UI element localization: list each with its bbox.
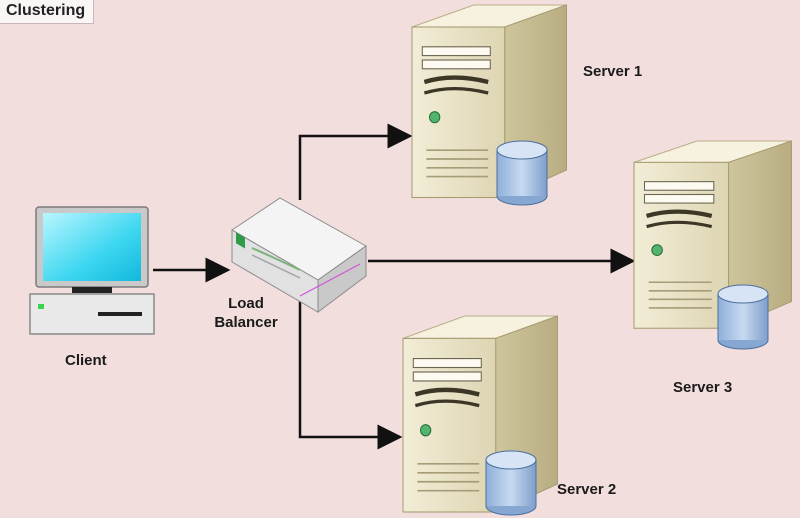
edge-load-balancer-to-server-2: [298, 295, 403, 450]
client-computer-icon: [29, 206, 155, 335]
server-2-label: Server 2: [557, 481, 617, 498]
connections: [153, 123, 636, 450]
client-label: Client: [65, 352, 107, 369]
server-3-database-icon: [717, 284, 769, 350]
server-3-label: Server 3: [673, 379, 733, 396]
server-1-label: Server 1: [583, 63, 643, 80]
load-balancer-icon: [231, 197, 367, 313]
load-balancer-label: Load Balancer: [206, 294, 286, 332]
load-balancer-label-line-1: Load: [228, 295, 264, 312]
edge-load-balancer-to-server-1: [298, 123, 413, 200]
server-1-database-icon: [496, 140, 548, 206]
load-balancer-label-line-2: Balancer: [214, 314, 278, 331]
server-2-database-icon: [485, 450, 537, 516]
diagram-title: Clustering: [0, 0, 95, 24]
